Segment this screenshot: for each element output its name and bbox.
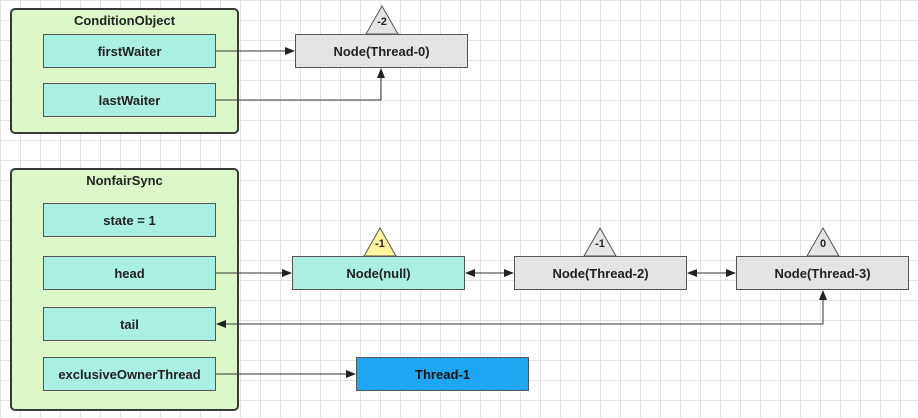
thread-1-box[interactable]: Thread-1 — [356, 357, 529, 391]
wait-status-triangle-icon — [806, 227, 840, 257]
head-field[interactable]: head — [43, 256, 216, 290]
wait-status-node-null: -1 — [375, 238, 385, 250]
wait-status-thread-2: -1 — [595, 238, 605, 250]
exclusive-owner-thread-field[interactable]: exclusiveOwnerThread — [43, 357, 216, 391]
tail-arrow — [216, 290, 827, 328]
tail-field[interactable]: tail — [43, 307, 216, 341]
nonfair-sync-title: NonfairSync — [86, 173, 163, 188]
first-waiter-field[interactable]: firstWaiter — [43, 34, 216, 68]
node-thread-0[interactable]: Node(Thread-0) — [295, 34, 468, 68]
wait-status-triangle-icon — [363, 227, 397, 257]
last-waiter-arrow — [216, 68, 385, 101]
condition-object-title: ConditionObject — [73, 13, 176, 28]
last-waiter-field[interactable]: lastWaiter — [43, 83, 216, 117]
wait-status-thread-0: -2 — [377, 16, 387, 28]
node-thread-3[interactable]: Node(Thread-3) — [736, 256, 909, 290]
node-null[interactable]: Node(null) — [292, 256, 465, 290]
wait-status-triangle-icon — [583, 227, 617, 257]
wait-status-triangle-icon — [365, 5, 399, 35]
wait-status-thread-3: 0 — [819, 238, 827, 250]
state-field[interactable]: state = 1 — [43, 203, 216, 237]
